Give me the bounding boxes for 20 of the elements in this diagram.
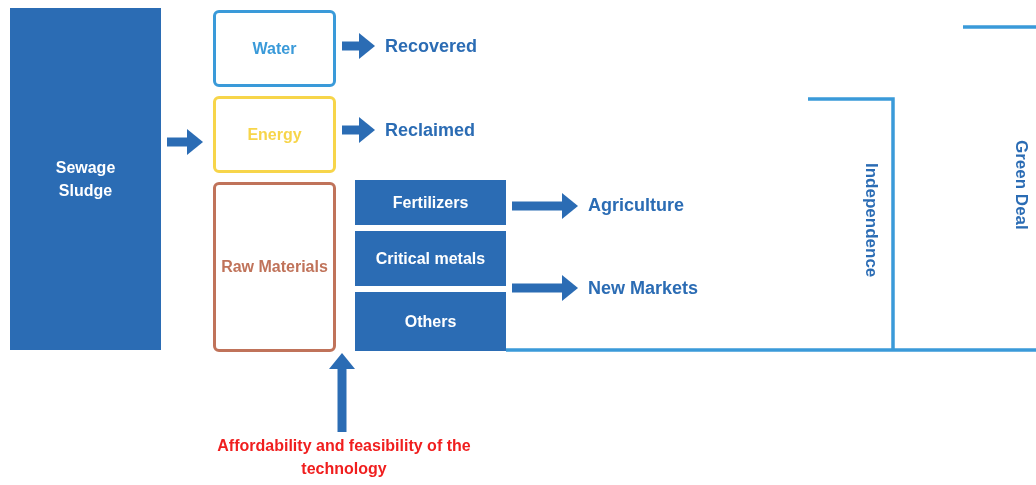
product-box: Others	[355, 292, 506, 351]
block-arrow	[167, 129, 203, 155]
block-arrow	[512, 193, 578, 219]
outcome-label: Reclaimed	[385, 117, 505, 143]
driver-label: Green Deal	[1008, 130, 1034, 240]
outcome-label: Recovered	[385, 33, 505, 59]
outcome-label: Agriculture	[588, 192, 708, 218]
category-box: Water	[213, 10, 336, 87]
constraint-note: Affordability and feasibility of the technology	[215, 434, 473, 480]
block-arrow	[512, 275, 578, 301]
outcome-label: New Markets	[588, 275, 718, 301]
driver-label: Independence	[858, 150, 884, 290]
product-box: Critical metals	[355, 231, 506, 286]
block-arrow	[342, 117, 375, 143]
process-box: Sewage Sludge	[10, 8, 161, 350]
category-box: Energy	[213, 96, 336, 173]
block-arrow	[342, 33, 375, 59]
product-box: Fertilizers	[355, 180, 506, 225]
category-box: Raw Materials	[213, 182, 336, 352]
block-arrow	[329, 353, 355, 432]
